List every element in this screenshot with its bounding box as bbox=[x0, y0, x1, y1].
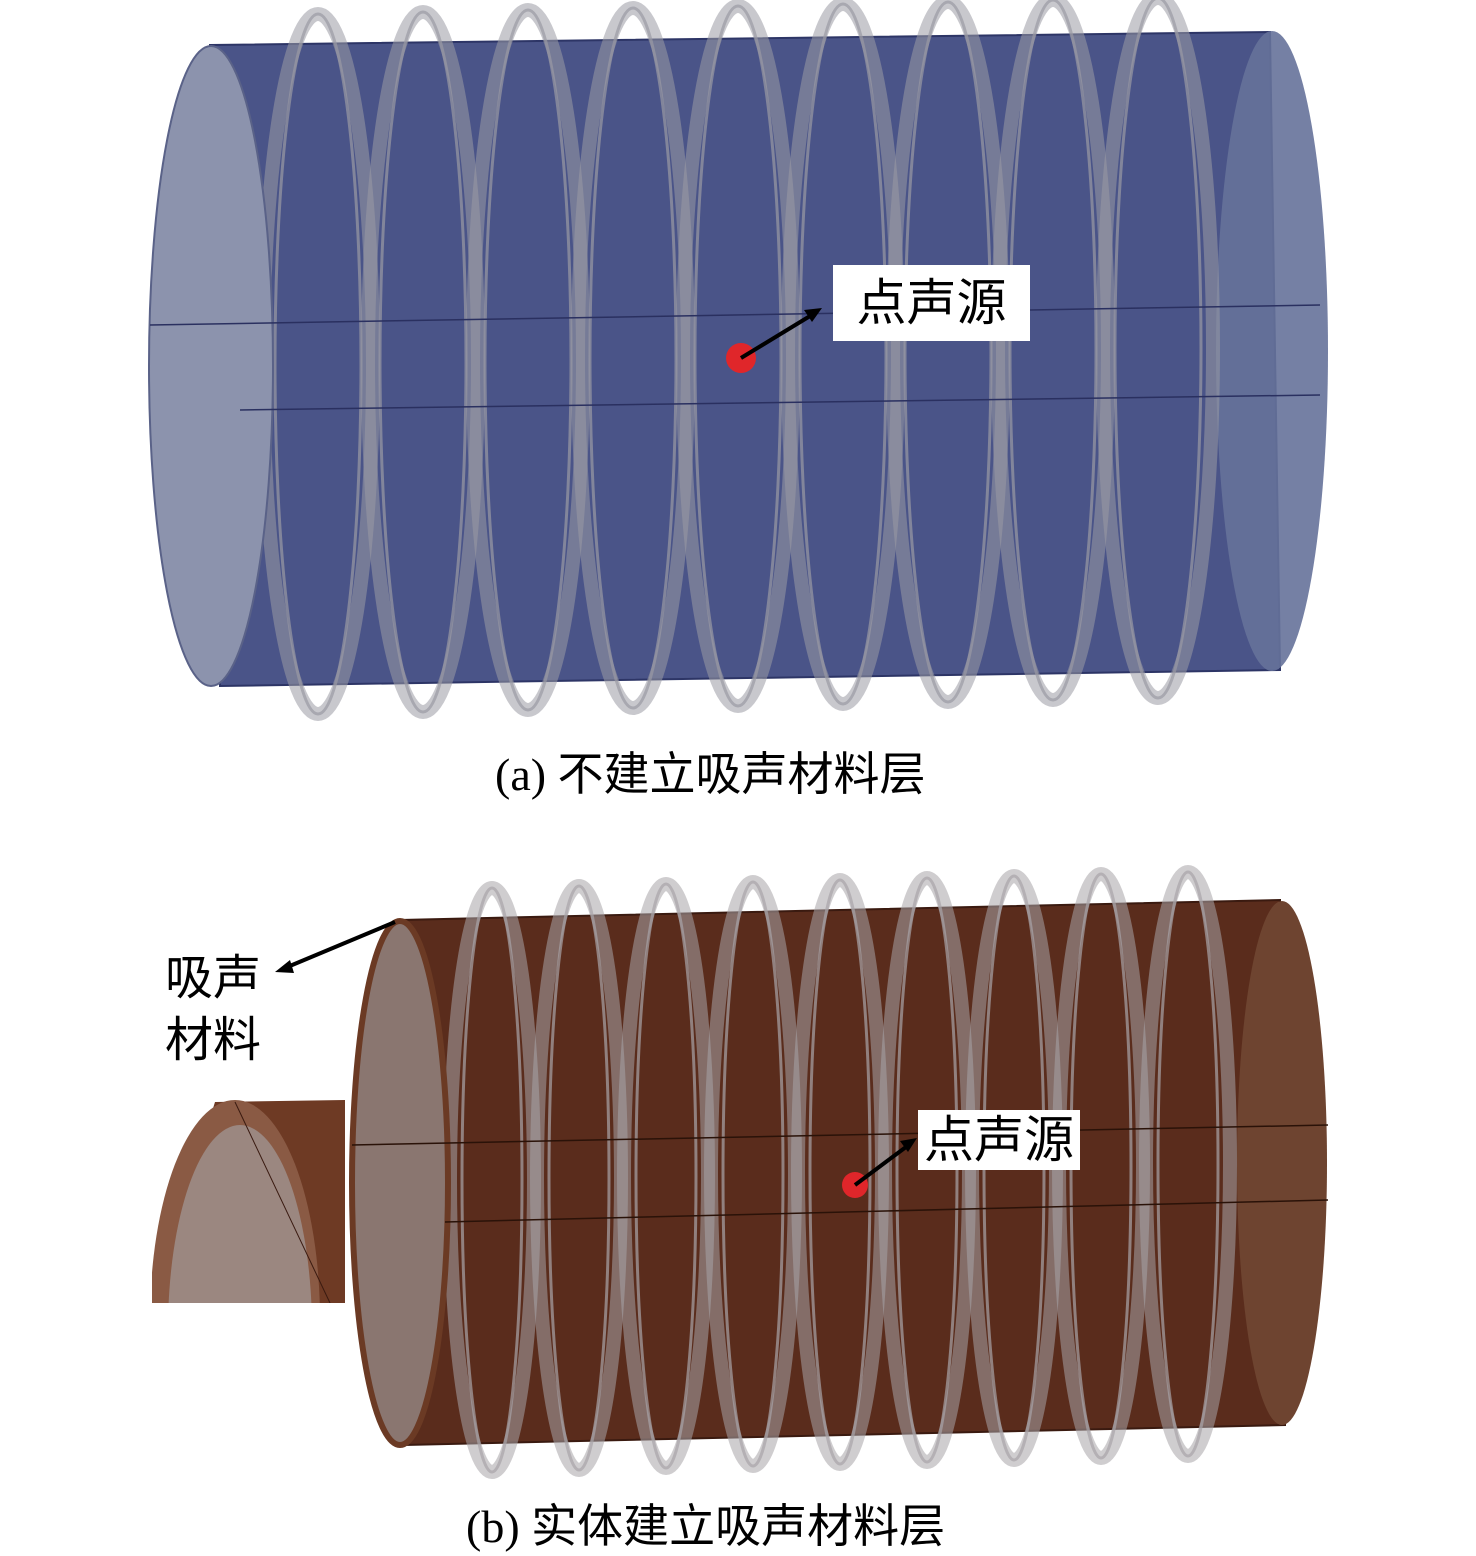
cylinder-a bbox=[148, 0, 1328, 721]
material-inset bbox=[152, 1095, 345, 1303]
ring bbox=[721, 880, 785, 1468]
point-source-label-b: 点声源 bbox=[918, 1110, 1080, 1170]
ring bbox=[798, 2, 888, 706]
material-arrow bbox=[284, 920, 396, 970]
arrow-head bbox=[275, 960, 294, 973]
caption-a: (a) 不建立吸声材料层 bbox=[495, 749, 926, 800]
ring bbox=[588, 6, 678, 710]
source-arrow bbox=[853, 1142, 912, 1187]
material-label-line2: 材料 bbox=[165, 1014, 262, 1067]
ring bbox=[460, 886, 524, 1474]
axis-line bbox=[239, 394, 1321, 411]
axis-line bbox=[149, 304, 1321, 326]
material-label-line1: 吸声 bbox=[165, 952, 262, 1005]
ring bbox=[634, 882, 698, 1470]
cylinder-b bbox=[152, 865, 1329, 1479]
caption-b: (b) 实体建立吸声材料层 bbox=[466, 1501, 946, 1552]
arrow-head bbox=[900, 1138, 917, 1152]
source-arrow bbox=[739, 311, 817, 360]
axis-line bbox=[351, 1124, 1329, 1146]
ring bbox=[547, 884, 611, 1472]
ring bbox=[483, 8, 573, 712]
cylinder-a-right-cap bbox=[1216, 31, 1328, 671]
ring bbox=[903, 0, 993, 704]
ring bbox=[693, 4, 783, 708]
ring bbox=[1156, 870, 1220, 1458]
ring bbox=[1113, 0, 1203, 700]
axis-line bbox=[444, 1199, 1329, 1223]
rings-a bbox=[256, 0, 1220, 721]
ring bbox=[1008, 0, 1098, 702]
cylinder-a-left-cap bbox=[148, 45, 274, 687]
cylinder-b-left-cap bbox=[349, 918, 451, 1448]
cylinder-b-right-cap bbox=[1237, 901, 1327, 1425]
point-source-label-a: 点声源 bbox=[833, 265, 1030, 341]
arrow-head bbox=[804, 308, 822, 322]
ring bbox=[273, 12, 363, 716]
ring bbox=[378, 10, 468, 714]
ring bbox=[895, 876, 959, 1464]
